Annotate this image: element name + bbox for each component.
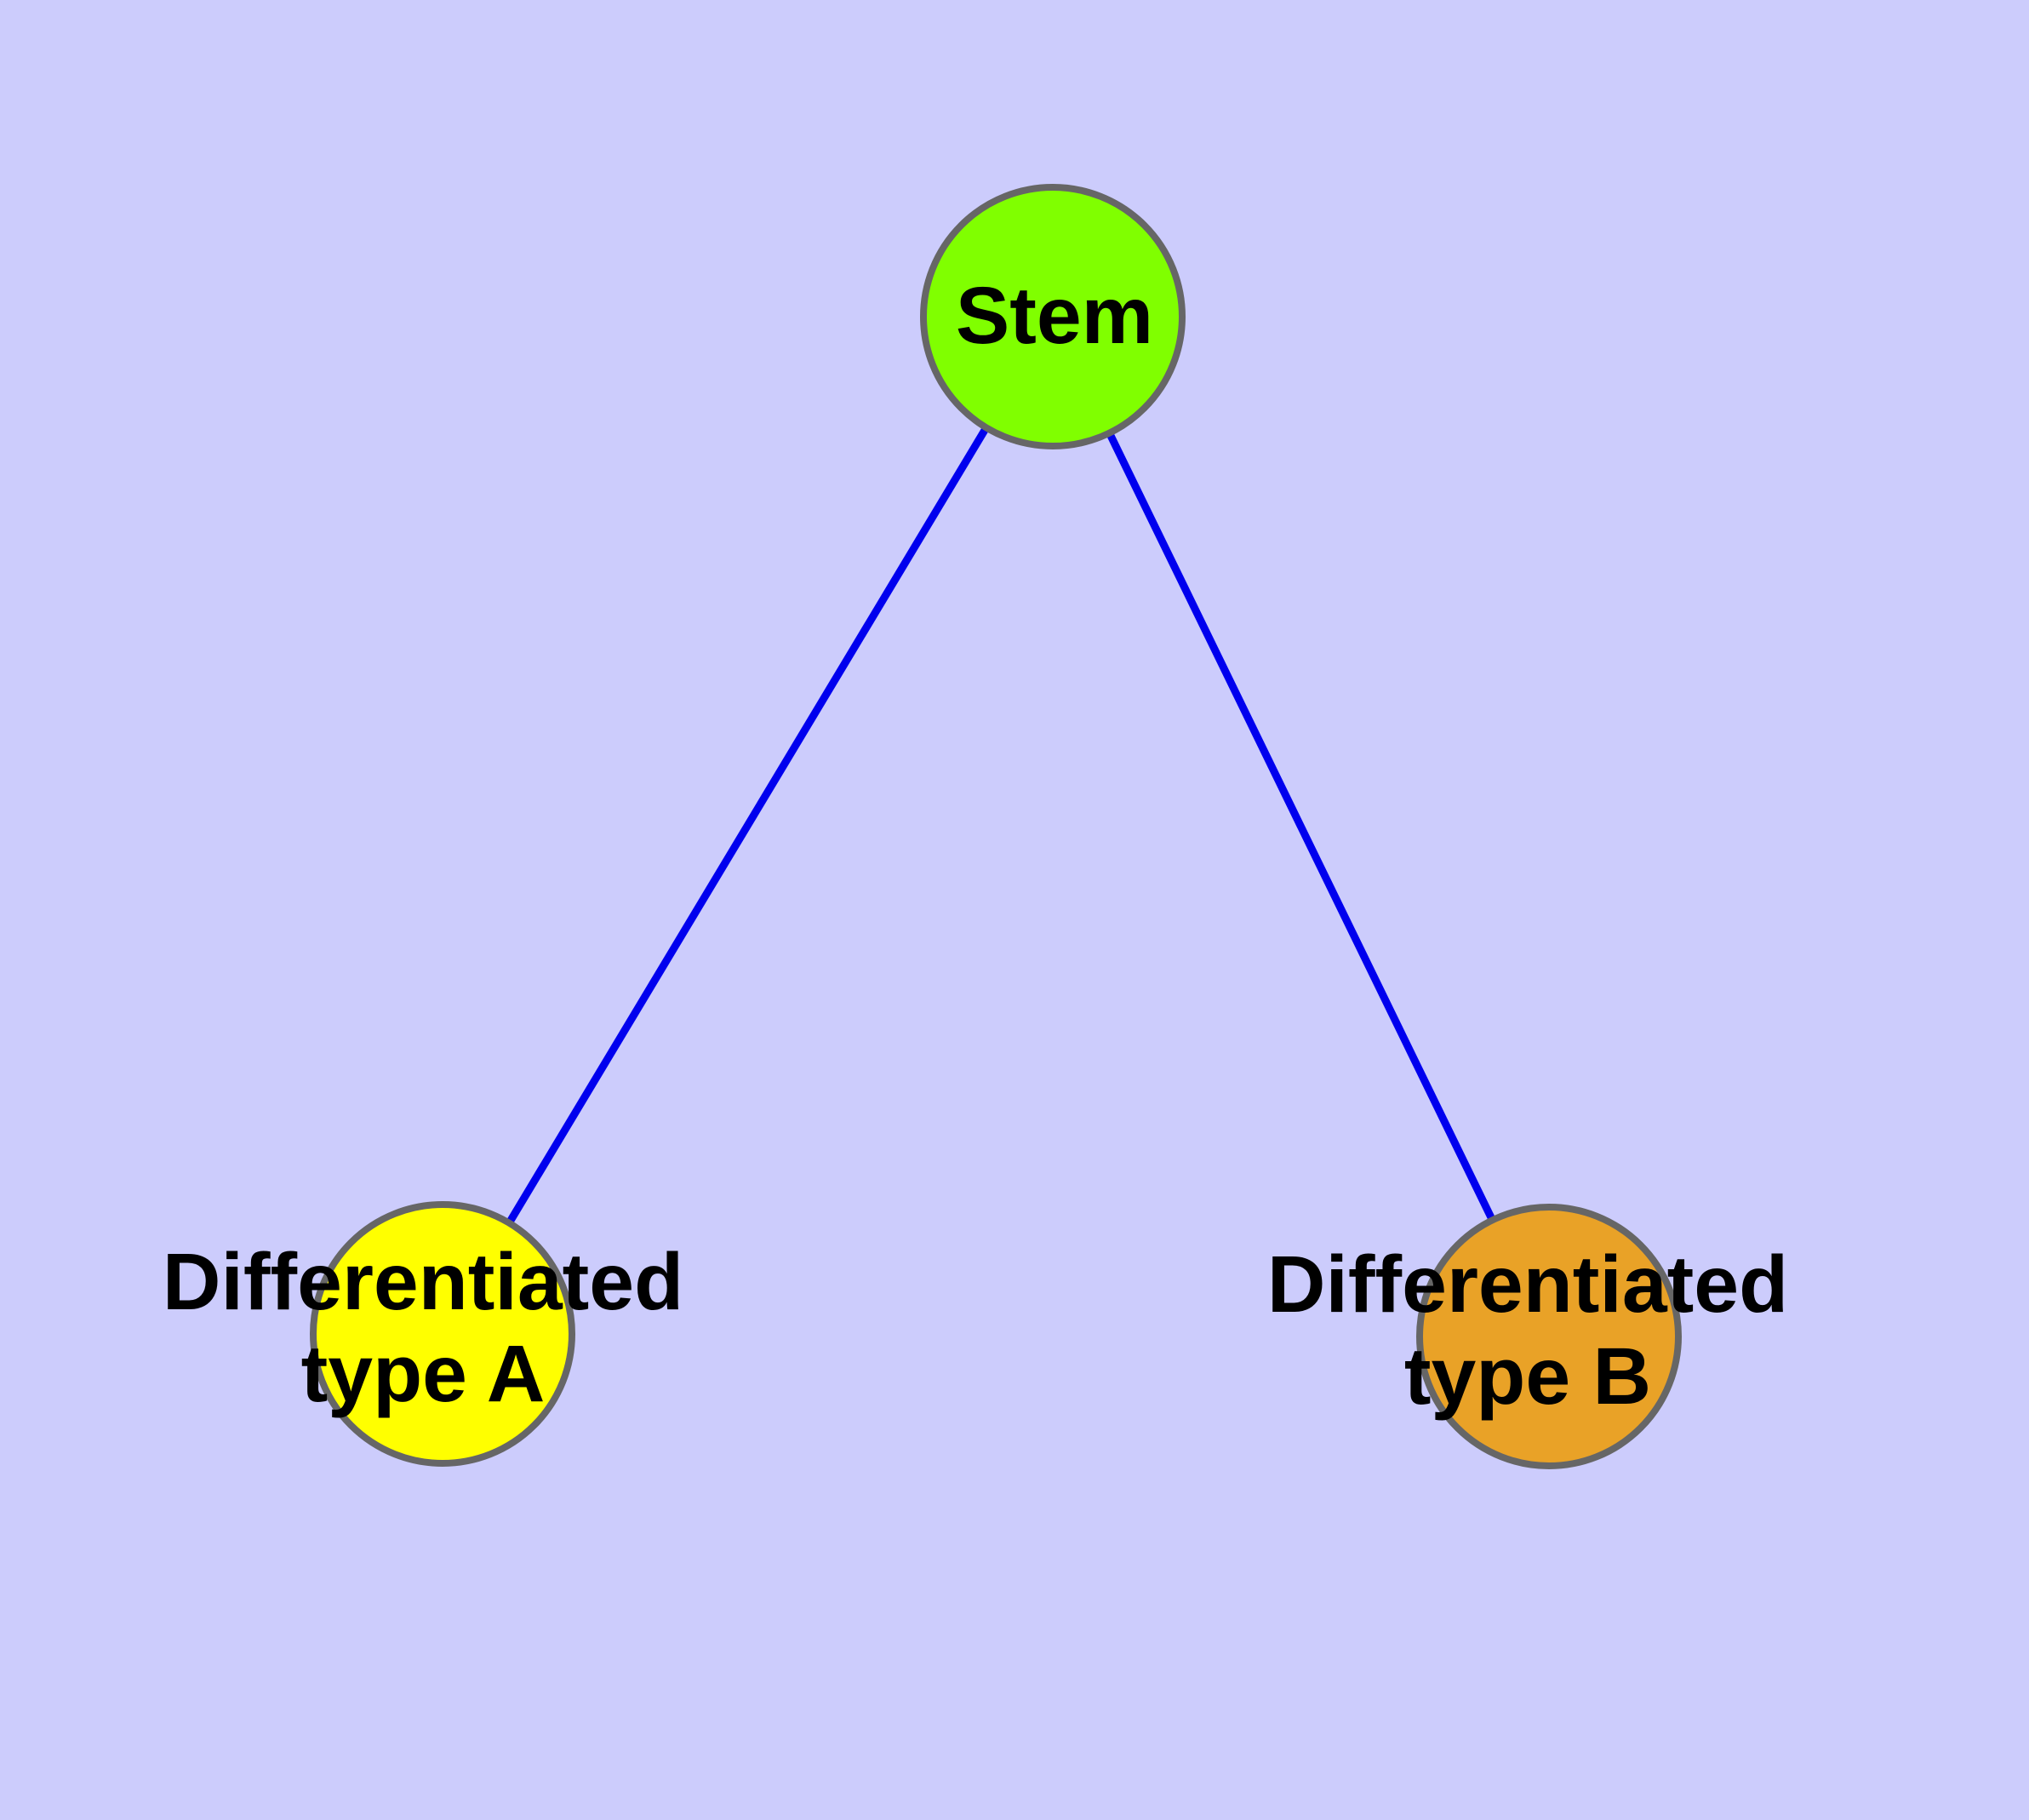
graph-node-stem[interactable]: Stem (920, 184, 1186, 449)
node-label-line: Differentiated (163, 1237, 683, 1327)
node-circle-stem[interactable] (920, 184, 1186, 449)
node-label-line: Stem (956, 271, 1153, 361)
node-label-stem: Stem (956, 271, 1153, 361)
node-circle-diff-b[interactable] (1416, 1204, 1682, 1469)
node-label-line: type B (1404, 1331, 1651, 1422)
graph-edge[interactable] (506, 426, 990, 1225)
edges-group (506, 426, 1496, 1225)
graph-edge[interactable] (1106, 431, 1496, 1222)
node-label-line: Differentiated (1267, 1239, 1788, 1330)
node-label-line: type A (301, 1329, 546, 1419)
node-circle-diff-a[interactable] (310, 1201, 575, 1467)
